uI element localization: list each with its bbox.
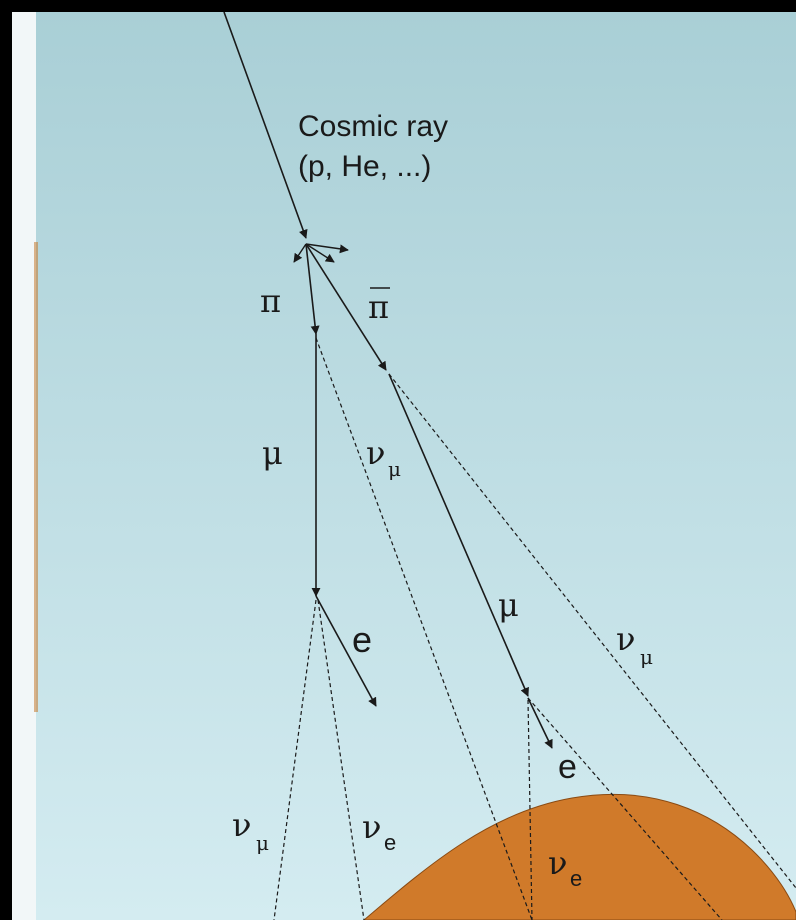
pion-left-label: π [260, 282, 281, 320]
numu-dash-lower [273, 599, 317, 920]
nue-dash-lower [317, 599, 365, 920]
diagram-stage: Cosmic ray (p, He, ...) π π μ μ ν μ ν μ … [12, 12, 796, 920]
electron-left-label: e [352, 619, 372, 660]
left-edge-strip [12, 12, 36, 920]
pion-right-label: π [368, 287, 390, 326]
svg-text:ν: ν [366, 434, 385, 472]
svg-text:ν: ν [548, 844, 567, 882]
svg-text:ν: ν [616, 620, 635, 658]
fragment-track-2 [305, 243, 349, 254]
svg-text:π: π [368, 288, 389, 326]
numu-dash-upper-right [388, 373, 796, 889]
electron-left-track [315, 595, 377, 707]
fragment-track-1 [293, 243, 307, 263]
numu-right-label: ν μ [616, 620, 653, 669]
svg-text:e: e [384, 830, 396, 855]
cosmic-ray-track [223, 12, 308, 239]
numu-upper-label: ν μ [366, 434, 401, 481]
cosmic-ray-label: Cosmic ray [298, 110, 448, 143]
nue-left-label: ν e [362, 808, 396, 855]
muon-right-label: μ [498, 586, 519, 624]
cosmic-ray-sub-label: (p, He, ...) [298, 150, 431, 183]
pion-right-track [305, 243, 387, 371]
left-edge-band [34, 242, 38, 712]
electron-right-track [527, 697, 553, 749]
pion-left-track [305, 243, 320, 335]
svg-text:ν: ν [232, 806, 251, 844]
air-shower-diagram: Cosmic ray (p, He, ...) π π μ μ ν μ ν μ … [12, 12, 796, 920]
fragment-track-3 [305, 243, 335, 263]
numu-lower-label: ν μ [232, 806, 269, 855]
svg-text:μ: μ [388, 457, 401, 481]
nue-right-label: ν e [548, 844, 582, 891]
svg-text:ν: ν [362, 808, 381, 846]
sky-background [12, 12, 796, 920]
electron-right-label: e [558, 748, 577, 786]
svg-text:e: e [570, 866, 582, 891]
nue-dash-right-decay [527, 699, 533, 920]
muon-left-label: μ [262, 434, 283, 472]
muon-right-track [388, 373, 529, 697]
numu-dash-right-decay [527, 697, 723, 920]
numu-dash-upper-left [315, 337, 533, 920]
svg-text:μ: μ [640, 645, 653, 669]
earth-surface [363, 793, 796, 920]
svg-text:μ: μ [256, 831, 269, 855]
